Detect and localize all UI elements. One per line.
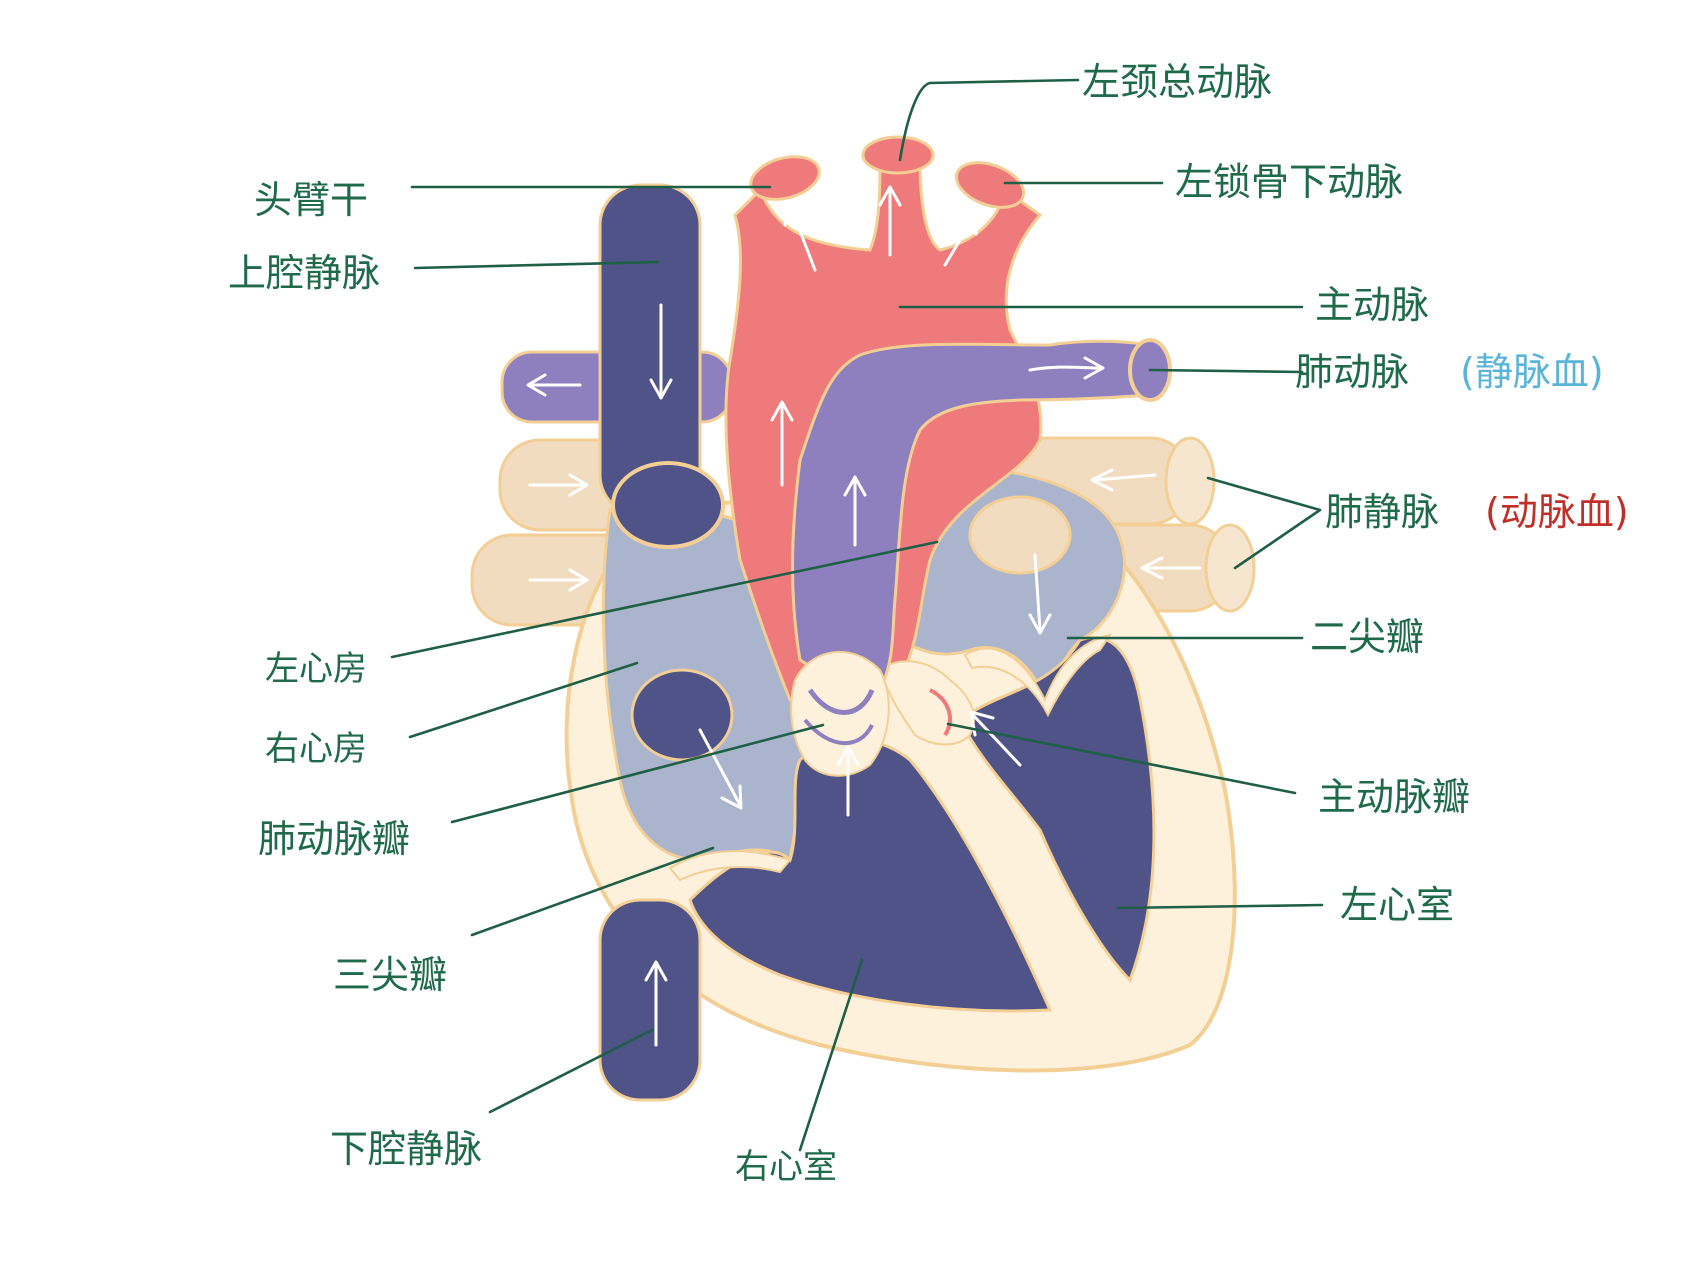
leader-left-ventricle: [1116, 903, 1324, 910]
leader-aortic-valve: [946, 722, 1297, 795]
superior-vena-cava: [598, 183, 725, 549]
leader-right-atrium: [408, 661, 639, 739]
label-right-atrium: 右心房: [265, 729, 367, 769]
left-ventricle-shape: [958, 636, 1156, 983]
leader-pulmonary-artery: [1148, 368, 1304, 374]
left-subclavian-opening: [954, 161, 1026, 209]
label-pulmonary-veins-note: (动脉血): [1485, 490, 1629, 534]
label-pulmonary-artery: 肺动脉: [1295, 350, 1409, 394]
label-right-ventricle: 右心室: [735, 1147, 837, 1187]
leader-left-common-carotid: [898, 78, 1080, 162]
label-superior-vena-cava: 上腔静脉: [228, 251, 380, 295]
label-left-common-carotid: 左颈总动脉: [1082, 60, 1272, 104]
label-pulmonary-veins: 肺静脉: [1325, 490, 1439, 534]
leader-pulmonary-valve: [450, 723, 825, 824]
label-left-subclavian: 左锁骨下动脉: [1175, 160, 1403, 204]
leader-left-atrium: [390, 540, 939, 659]
leader-lines: [390, 78, 1324, 1152]
label-left-ventricle: 左心室: [1340, 883, 1454, 927]
leader-inferior-vena-cava: [488, 1028, 654, 1114]
right-ventricle-shape: [688, 737, 1053, 1013]
tricuspid-valve-shape: [668, 850, 792, 882]
label-pulmonary-valve: 肺动脉瓣: [258, 817, 410, 861]
leader-superior-vena-cava: [413, 260, 660, 270]
label-left-atrium: 左心房: [265, 649, 367, 689]
label-mitral-valve: 二尖瓣: [1310, 615, 1424, 659]
mitral-valve-shape: [963, 633, 1113, 718]
label-pulmonary-artery-note: (静脉血): [1460, 350, 1604, 394]
leader-tricuspid-valve: [470, 846, 715, 937]
ivc-opening: [630, 668, 734, 762]
label-aortic-valve: 主动脉瓣: [1318, 775, 1470, 819]
label-inferior-vena-cava: 下腔静脉: [330, 1127, 482, 1171]
label-tricuspid-valve: 三尖瓣: [333, 953, 447, 997]
left-common-carotid-opening: [861, 135, 935, 175]
label-aorta: 主动脉: [1315, 283, 1429, 327]
pulmonary-vein-opening: [968, 495, 1072, 575]
inferior-vena-cava: [598, 898, 702, 1102]
pulmonary-trunk-shape: [791, 339, 1152, 692]
label-brachiocephalic: 头臂干: [254, 178, 368, 222]
leader-pulmonary-veins: [1206, 476, 1322, 570]
flow-arrows: [526, 185, 1202, 1047]
leader-right-ventricle: [798, 958, 864, 1152]
